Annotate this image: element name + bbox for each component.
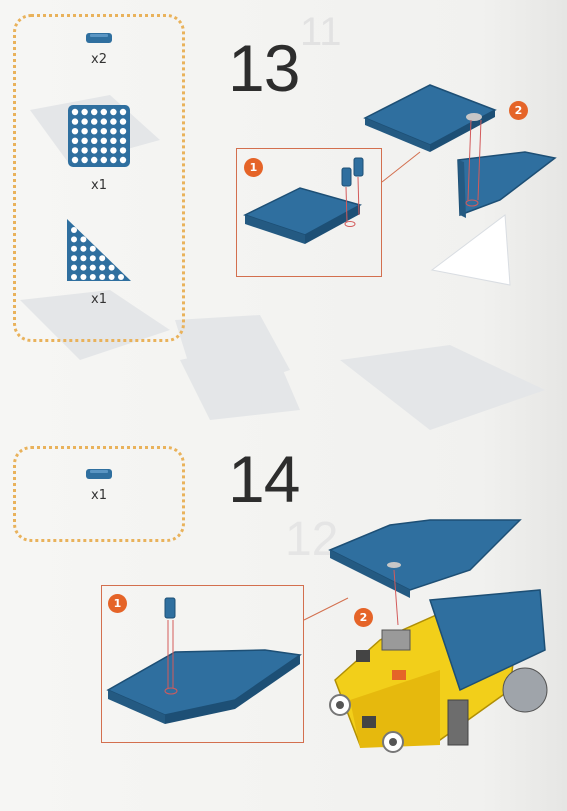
callout-badge-2: 2 [354,608,373,627]
callout-badge-1: 1 [108,594,127,613]
